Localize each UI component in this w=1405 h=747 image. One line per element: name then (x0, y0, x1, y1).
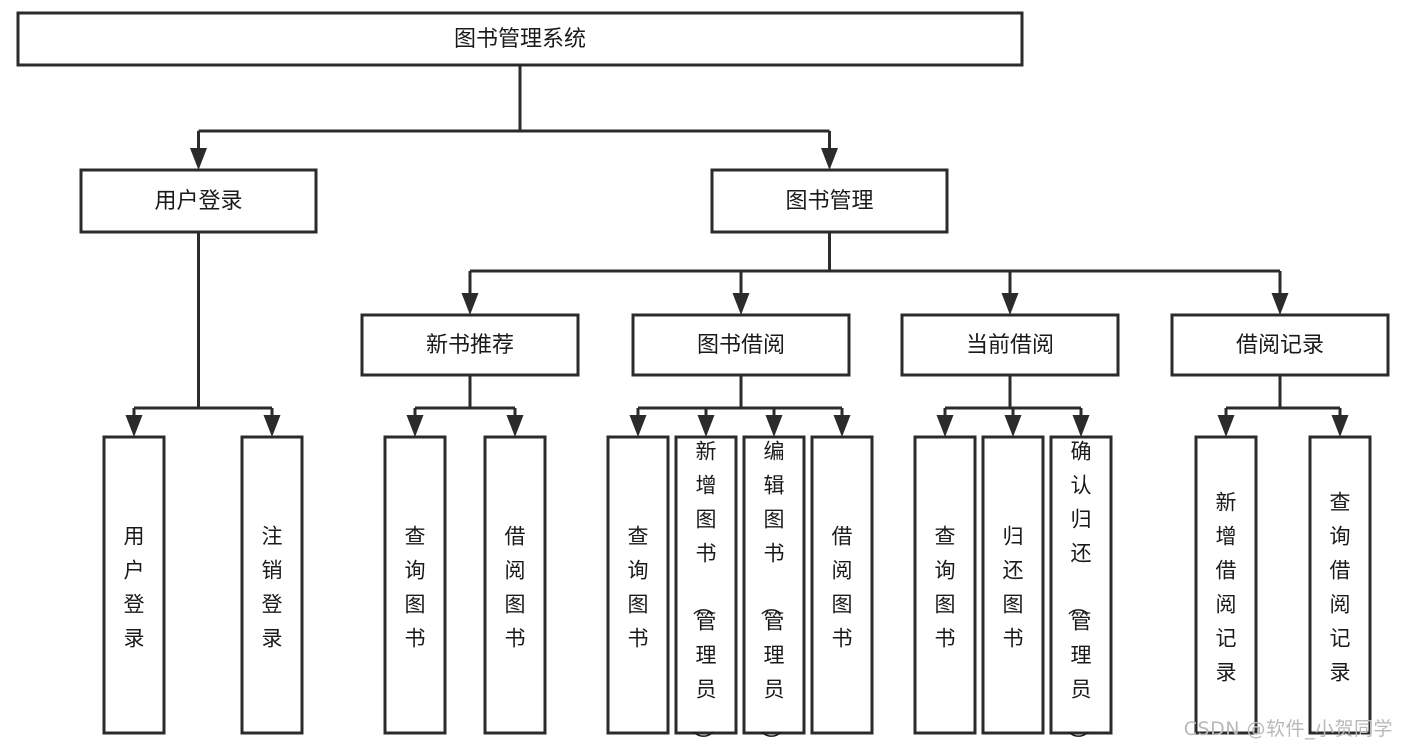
arrow-head-leaf_logout (263, 415, 281, 437)
node-box-leaf_add_rec (1194, 435, 1258, 735)
node-label-user_login: 用户登录 (154, 189, 242, 214)
node-leaf_logout[interactable]: 注销登录 (240, 435, 304, 735)
node-label-leaf_edit_book: 编辑图书（管理员） (759, 440, 785, 747)
node-label-leaf_borrow_2: 借阅图书 (832, 525, 853, 651)
node-leaf_user_login[interactable]: 用户登录 (102, 435, 166, 735)
arrow-head-leaf_confirm (1072, 415, 1090, 437)
node-book_borrow[interactable]: 图书借阅 (631, 313, 851, 377)
node-box-leaf_user_login (102, 435, 166, 735)
node-box-leaf_borrow_1 (483, 435, 547, 735)
node-box-leaf_add_book (674, 435, 738, 735)
node-box-leaf_query_rec (1308, 435, 1372, 735)
node-label-leaf_logout: 注销登录 (262, 525, 283, 651)
node-leaf_query_2[interactable]: 查询图书 (606, 435, 670, 735)
node-new_book_rec[interactable]: 新书推荐 (360, 313, 580, 377)
node-box-leaf_confirm (1049, 435, 1113, 735)
node-book_mgmt[interactable]: 图书管理 (710, 168, 949, 234)
node-leaf_borrow_2[interactable]: 借阅图书 (810, 435, 874, 735)
node-box-leaf_query_3 (913, 435, 977, 735)
arrow-head-leaf_add_rec (1217, 415, 1235, 437)
node-box-borrow_record (1170, 313, 1390, 377)
node-label-book_borrow: 图书借阅 (697, 333, 785, 358)
node-user_login[interactable]: 用户登录 (79, 168, 318, 234)
node-leaf_borrow_1[interactable]: 借阅图书 (483, 435, 547, 735)
arrow-head-leaf_query_2 (629, 415, 647, 437)
node-borrow_record[interactable]: 借阅记录 (1170, 313, 1390, 377)
node-label-book_mgmt: 图书管理 (785, 189, 873, 214)
node-box-new_book_rec (360, 313, 580, 377)
node-leaf_edit_book[interactable]: 编辑图书（管理员） (742, 435, 806, 747)
arrow-head-book_mgmt (821, 148, 838, 170)
node-leaf_query_3[interactable]: 查询图书 (913, 435, 977, 735)
node-box-book_mgmt (710, 168, 949, 234)
node-box-user_login (79, 168, 318, 234)
node-label-leaf_return: 归还图书 (1003, 525, 1024, 651)
node-leaf_query_rec[interactable]: 查询借阅记录 (1308, 435, 1372, 735)
node-box-root (16, 11, 1024, 67)
arrow-head-leaf_query_rec (1331, 415, 1349, 437)
node-box-book_borrow (631, 313, 851, 377)
node-box-leaf_logout (240, 435, 304, 735)
node-box-leaf_edit_book (742, 435, 806, 735)
arrow-head-leaf_edit_book (765, 415, 783, 437)
node-leaf_return[interactable]: 归还图书 (981, 435, 1045, 735)
arrow-head-leaf_query_3 (936, 415, 954, 437)
node-label-leaf_query_1: 查询图书 (405, 525, 426, 651)
node-label-leaf_query_2: 查询图书 (628, 525, 649, 651)
node-label-leaf_add_book: 新增图书（管理员） (691, 440, 717, 747)
node-leaf_confirm[interactable]: 确认归还（管理员） (1049, 435, 1113, 747)
edges-layer (125, 65, 1349, 437)
arrow-head-leaf_query_1 (406, 415, 424, 437)
arrow-head-leaf_user_login (125, 415, 143, 437)
node-box-leaf_borrow_2 (810, 435, 874, 735)
node-label-borrow_record: 借阅记录 (1236, 333, 1324, 358)
arrow-head-leaf_return (1004, 415, 1022, 437)
node-label-leaf_query_3: 查询图书 (935, 525, 956, 651)
arrow-head-new_book_rec (461, 293, 479, 315)
arrow-head-leaf_borrow_2 (833, 415, 851, 437)
arrow-head-book_borrow (732, 293, 750, 315)
node-leaf_add_rec[interactable]: 新增借阅记录 (1194, 435, 1258, 735)
node-leaf_query_1[interactable]: 查询图书 (383, 435, 447, 735)
node-label-leaf_add_rec: 新增借阅记录 (1216, 491, 1237, 685)
arrow-head-leaf_add_book (697, 415, 715, 437)
node-label-leaf_query_rec: 查询借阅记录 (1330, 491, 1351, 685)
arrow-head-borrow_record (1271, 293, 1289, 315)
node-box-leaf_return (981, 435, 1045, 735)
node-label-leaf_confirm: 确认归还（管理员） (1066, 440, 1092, 747)
node-root[interactable]: 图书管理系统 (16, 11, 1024, 67)
arrow-head-leaf_borrow_1 (506, 415, 524, 437)
node-box-current_borrow (900, 313, 1120, 377)
node-label-leaf_user_login: 用户登录 (124, 525, 145, 651)
node-label-current_borrow: 当前借阅 (966, 333, 1054, 358)
node-label-new_book_rec: 新书推荐 (426, 333, 514, 358)
node-label-leaf_borrow_1: 借阅图书 (505, 525, 526, 651)
node-box-leaf_query_1 (383, 435, 447, 735)
node-box-leaf_query_2 (606, 435, 670, 735)
arrow-head-user_login (190, 148, 207, 170)
node-label-root: 图书管理系统 (454, 27, 586, 52)
node-current_borrow[interactable]: 当前借阅 (900, 313, 1120, 377)
nodes-layer: 图书管理系统用户登录图书管理新书推荐图书借阅当前借阅借阅记录用户登录注销登录查询… (16, 11, 1390, 747)
arrow-head-current_borrow (1001, 293, 1019, 315)
node-leaf_add_book[interactable]: 新增图书（管理员） (674, 435, 738, 747)
